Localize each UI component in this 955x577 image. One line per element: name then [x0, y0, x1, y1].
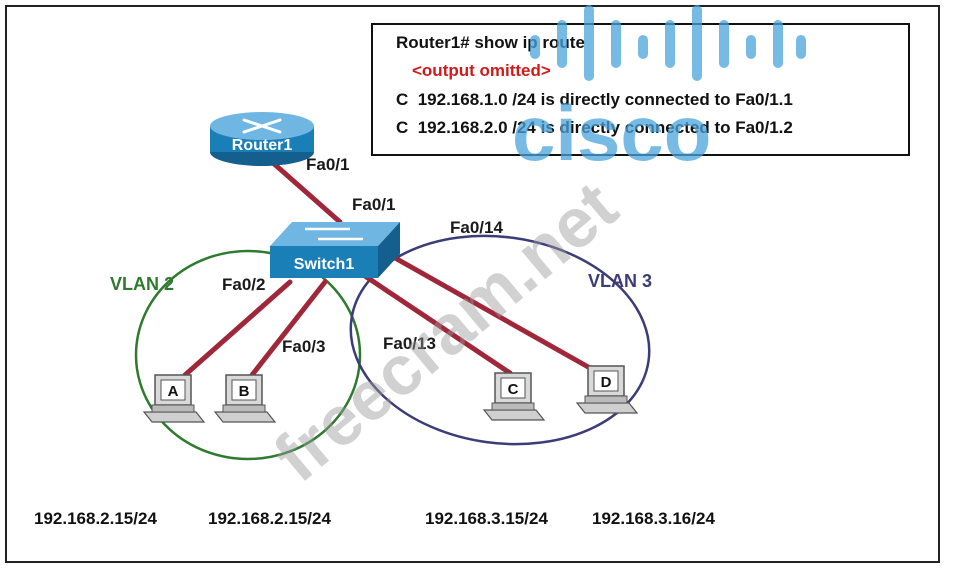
link-router-switch	[269, 159, 343, 225]
computer-icon	[213, 374, 277, 423]
vlan3-label: VLAN 3	[588, 271, 652, 291]
computer-icon	[142, 374, 206, 423]
pc-d-ip: 192.168.3.16/24	[592, 509, 715, 528]
cisco-logo-watermark	[530, 5, 806, 81]
route-line-1: C 192.168.1.0 /24 is directly connected …	[396, 90, 793, 109]
vlan3-boundary	[349, 234, 651, 446]
router-label: Router1	[232, 137, 293, 154]
switch-port-a-label: Fa0/2	[222, 275, 265, 294]
links	[182, 159, 593, 378]
vlan2-label: VLAN 2	[110, 274, 174, 294]
link-switch-pc-d	[385, 251, 593, 371]
switch-port-d-label: Fa0/14	[450, 218, 503, 237]
vlan2-boundary	[134, 249, 362, 461]
link-switch-pc-c	[362, 273, 513, 376]
route-line-2: C 192.168.2.0 /24 is directly connected …	[396, 118, 793, 137]
pc-a-letter: A	[168, 383, 179, 400]
route-command: Router1# show ip route	[396, 33, 585, 52]
switch-port-c-label: Fa0/13	[383, 334, 436, 353]
pc-c-ip: 192.168.3.15/24	[425, 509, 548, 528]
pc-b-letter: B	[239, 383, 250, 400]
computer-icon	[575, 365, 639, 414]
switch-port-b-label: Fa0/3	[282, 337, 325, 356]
switch-uplink-port-label: Fa0/1	[352, 195, 395, 214]
switch-label: Switch1	[294, 256, 355, 273]
router-arrows-icon	[242, 118, 282, 134]
cisco-logo-text: cisco	[512, 89, 711, 177]
pc-c-letter: C	[508, 381, 519, 398]
pc-a[interactable]: A	[142, 374, 206, 423]
route-omitted: <output omitted>	[412, 61, 551, 80]
router[interactable]: Router1	[210, 112, 314, 166]
link-switch-pc-b	[249, 279, 328, 378]
switch[interactable]: Switch1	[270, 222, 400, 278]
pc-b[interactable]: B	[213, 374, 277, 423]
switch-arrows-icon	[305, 227, 363, 241]
router-port-label: Fa0/1	[306, 155, 349, 174]
pc-b-ip: 192.168.2.15/24	[208, 509, 331, 528]
pc-d[interactable]: D	[575, 365, 639, 414]
pc-c[interactable]: C	[482, 372, 546, 421]
pc-d-letter: D	[601, 374, 612, 391]
link-switch-pc-a	[182, 279, 293, 378]
computer-icon	[482, 372, 546, 421]
pc-a-ip: 192.168.2.15/24	[34, 509, 157, 528]
